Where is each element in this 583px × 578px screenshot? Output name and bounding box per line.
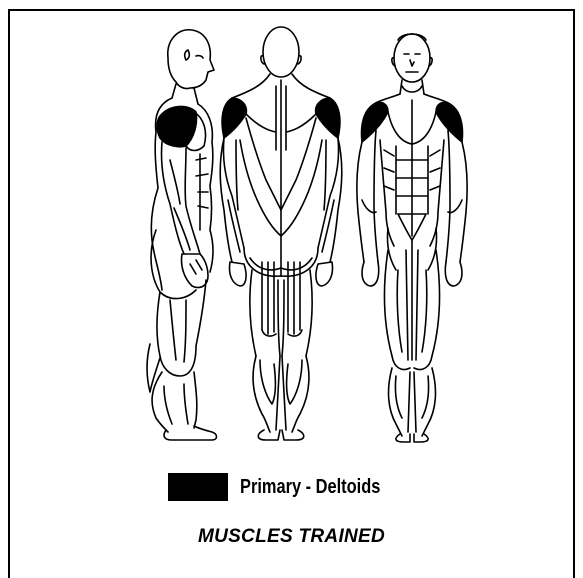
diagram-caption: MUSCLES TRAINED <box>0 526 583 548</box>
legend: Primary - Deltoids <box>168 473 411 501</box>
side-view-figure <box>147 30 217 440</box>
deltoid-back-right <box>316 98 340 138</box>
back-view-figure <box>220 27 342 440</box>
legend-swatch <box>168 473 228 501</box>
deltoid-front-left <box>362 102 389 142</box>
front-view-figure <box>357 34 467 442</box>
deltoid-back-left <box>222 98 246 138</box>
legend-label: Primary - Deltoids <box>240 476 380 499</box>
deltoid-side <box>157 106 197 146</box>
deltoid-front-right <box>436 102 463 142</box>
